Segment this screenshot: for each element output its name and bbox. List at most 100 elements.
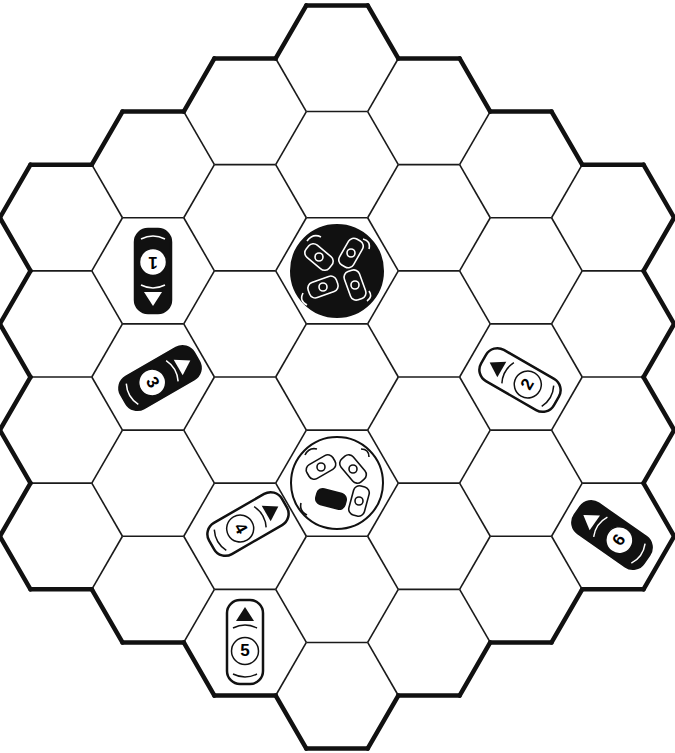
- board-border: [122, 640, 183, 645]
- board-border: [92, 112, 123, 165]
- board-border: [214, 56, 275, 61]
- hex-edge: [368, 324, 399, 377]
- hex-edge: [92, 430, 123, 483]
- board-border: [582, 587, 643, 592]
- hex-edge: [368, 642, 399, 695]
- hex-edge: [122, 535, 183, 537]
- board-border: [644, 165, 675, 218]
- hex-edge: [214, 482, 275, 484]
- board-border: [0, 536, 30, 589]
- crash-marker: [291, 437, 383, 529]
- hex-edge: [460, 218, 491, 271]
- hex-edge: [184, 589, 215, 642]
- board-border: [460, 58, 491, 111]
- hex-edge: [92, 218, 123, 271]
- hex-edge: [306, 111, 367, 113]
- board-border: [306, 746, 367, 751]
- hex-edge: [490, 323, 551, 325]
- board-border: [122, 109, 183, 114]
- hex-edge: [368, 58, 399, 111]
- hex-edge: [92, 483, 123, 536]
- board-border: [0, 218, 30, 271]
- hex-edge: [31, 482, 92, 484]
- car-token: 1: [133, 227, 173, 315]
- hex-edge: [184, 430, 215, 483]
- hex-edge: [368, 112, 399, 165]
- board-border: [368, 696, 399, 749]
- hex-edge: [552, 324, 583, 377]
- board-border: [582, 162, 643, 167]
- board-border: [276, 5, 307, 58]
- car-token: 4: [200, 485, 296, 564]
- hex-edge: [184, 165, 215, 218]
- hex-edge: [306, 642, 367, 644]
- hex-edge: [276, 165, 307, 218]
- hex-edge: [368, 377, 399, 430]
- board-border: [490, 109, 551, 114]
- hex-edge: [122, 217, 183, 219]
- board-border: [0, 377, 30, 430]
- hex-edge: [184, 218, 215, 271]
- hex-edge: [398, 164, 459, 166]
- hex-edge: [398, 589, 459, 591]
- hex-edge: [490, 535, 551, 537]
- hex-edge: [214, 376, 275, 378]
- hex-edge: [306, 323, 367, 325]
- car-token: 3: [112, 339, 208, 418]
- car-token: 2: [472, 341, 568, 420]
- board-border: [31, 587, 92, 592]
- board-border: [184, 642, 215, 695]
- hex-edge: [460, 589, 491, 642]
- board-border: [214, 693, 275, 698]
- board-border: [276, 696, 307, 749]
- board-border: [490, 640, 551, 645]
- hex-edge: [368, 536, 399, 589]
- hex-edge: [214, 164, 275, 166]
- hex-edge: [92, 377, 123, 430]
- hex-edge: [398, 482, 459, 484]
- board-border: [0, 271, 30, 324]
- hex-edge: [460, 271, 491, 324]
- hex-edge: [184, 377, 215, 430]
- hex-edge: [368, 589, 399, 642]
- hex-edge: [276, 377, 307, 430]
- hex-edge: [398, 376, 459, 378]
- hex-edge: [306, 429, 367, 431]
- hex-edge: [214, 270, 275, 272]
- board-border: [398, 56, 459, 61]
- board-border: [552, 589, 583, 642]
- hex-edge: [490, 217, 551, 219]
- board-border: [0, 165, 30, 218]
- hex-edge: [276, 536, 307, 589]
- hex-edge: [92, 271, 123, 324]
- board-border: [644, 377, 675, 430]
- hex-edge: [460, 483, 491, 536]
- hex-edge: [92, 536, 123, 589]
- hex-edge: [552, 430, 583, 483]
- board-border: [552, 112, 583, 165]
- board-border: [644, 324, 675, 377]
- board-border: [31, 162, 92, 167]
- hex-edge: [582, 482, 643, 484]
- hex-edge: [122, 429, 183, 431]
- hex-edge: [184, 112, 215, 165]
- board-border: [644, 430, 675, 483]
- board-border: [644, 218, 675, 271]
- hex-edge: [276, 642, 307, 695]
- board-border: [398, 693, 459, 698]
- board-border: [306, 3, 367, 8]
- hex-edge: [552, 271, 583, 324]
- car-number: 5: [225, 640, 265, 662]
- hex-edge: [92, 165, 123, 218]
- board-border: [0, 483, 30, 536]
- board-border: [184, 58, 215, 111]
- hex-edge: [31, 270, 92, 272]
- board-border: [460, 642, 491, 695]
- board-border: [368, 5, 399, 58]
- hex-edge: [214, 589, 275, 591]
- hex-edge: [460, 165, 491, 218]
- hex-edge: [31, 376, 92, 378]
- board-border: [92, 589, 123, 642]
- hex-edge: [276, 112, 307, 165]
